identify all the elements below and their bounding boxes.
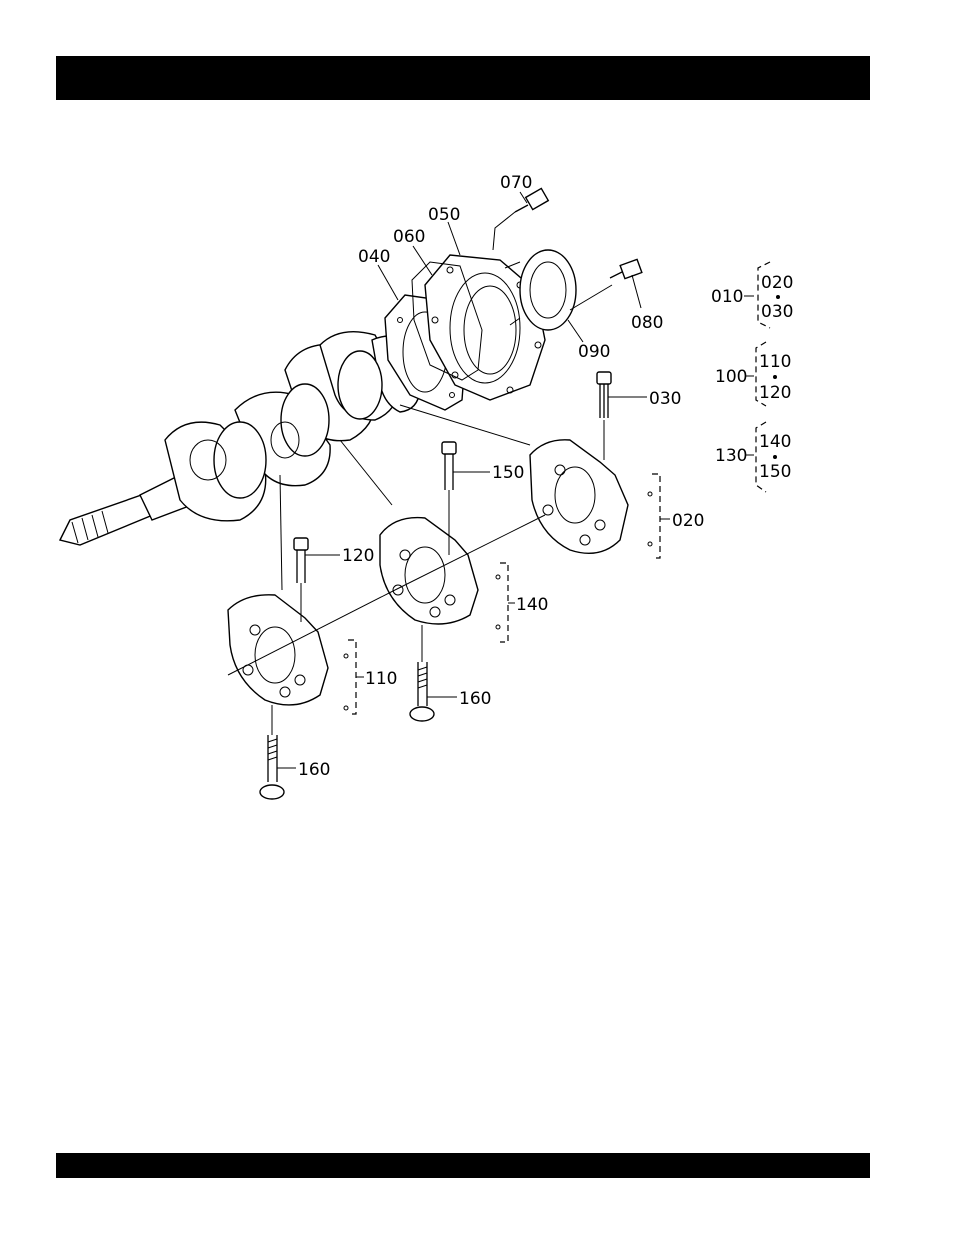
callout-160-left: 160 (298, 760, 330, 780)
main-bearing-case-020 (530, 440, 652, 554)
assembly-key-parent: 010 (711, 287, 743, 307)
callout-140: 140 (516, 595, 548, 615)
callout-020: 020 (672, 511, 704, 531)
bolt-120 (294, 538, 308, 583)
callout-080: 080 (631, 313, 663, 333)
assembly-key-parent: 100 (715, 367, 747, 387)
callout-160-center: 160 (459, 689, 491, 709)
callout-040: 040 (358, 247, 390, 267)
callout-070: 070 (500, 173, 532, 193)
callout-060: 060 (393, 227, 425, 247)
main-bearing-case-110 (228, 595, 348, 710)
assembly-key-child: 030 (761, 302, 793, 322)
assembly-key-child: 140 (759, 432, 791, 452)
callout-150: 150 (492, 463, 524, 483)
bolt-030 (597, 372, 611, 418)
assembly-key-parent: 130 (715, 446, 747, 466)
assembly-key-child: 150 (759, 462, 791, 482)
bolt-150 (442, 442, 456, 490)
callout-090: 090 (578, 342, 610, 362)
assembly-key: 010 020 030 100 110 120 130 140 150 (711, 262, 793, 492)
assembly-key-child: 110 (759, 352, 791, 372)
callout-110: 110 (365, 669, 397, 689)
callout-030: 030 (649, 389, 681, 409)
main-bearing-case-140 (380, 518, 500, 629)
footer-bar (56, 1153, 870, 1178)
bolt-160-left (260, 735, 284, 799)
crankshaft (60, 332, 420, 545)
assembly-key-child: 120 (759, 383, 791, 403)
bolt-160-center (410, 662, 434, 721)
screw-080 (610, 259, 642, 278)
callout-050: 050 (428, 205, 460, 225)
assembly-key-child: 020 (761, 273, 793, 293)
callout-120: 120 (342, 546, 374, 566)
